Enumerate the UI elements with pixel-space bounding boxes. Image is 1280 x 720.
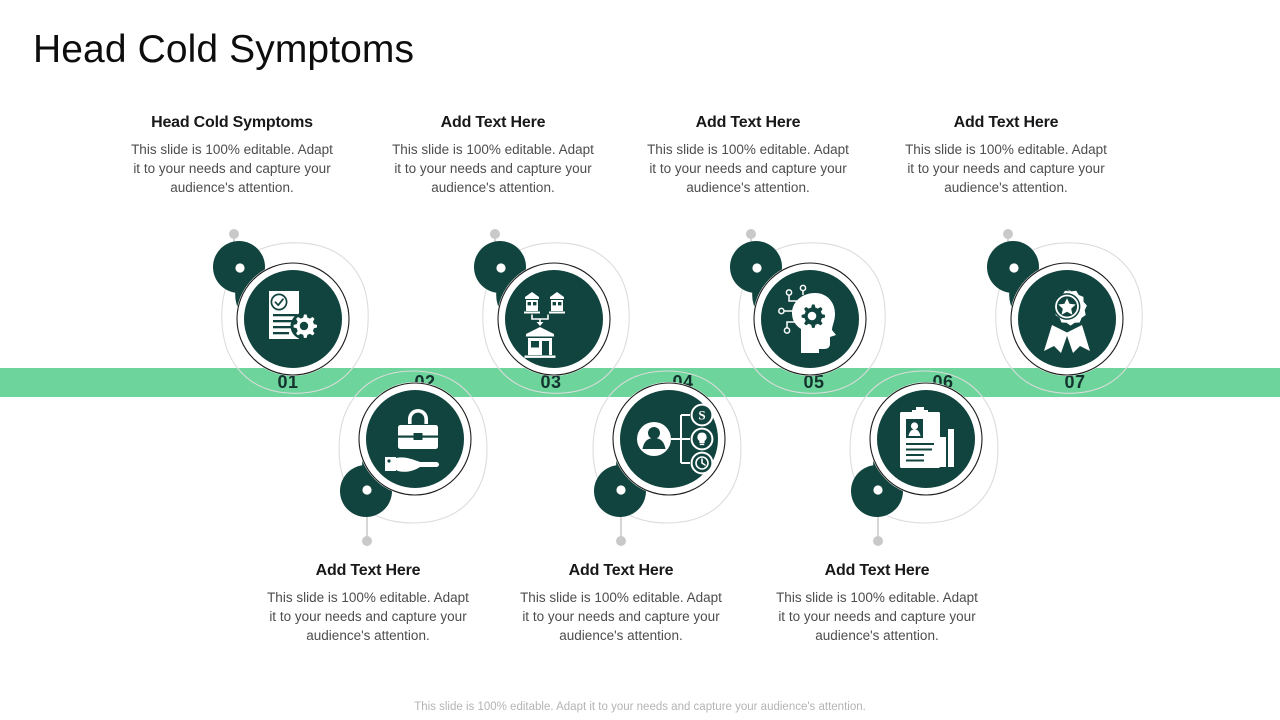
clipboard-profile-chart-icon (900, 407, 954, 468)
timeline-number-01: 01 (277, 372, 299, 392)
text-block-06: Add Text Here This slide is 100% editabl… (772, 561, 982, 645)
text-block-01-body: This slide is 100% editable. Adapt it to… (131, 142, 333, 195)
text-block-07-heading: Add Text Here (953, 114, 1059, 131)
text-block-07: Add Text Here This slide is 100% editabl… (901, 113, 1111, 197)
text-block-04: Add Text Here This slide is 100% editabl… (516, 561, 726, 645)
text-block-05: Add Text Here This slide is 100% editabl… (643, 113, 853, 197)
node-03[interactable] (451, 219, 651, 419)
award-ribbon-star-icon (1044, 289, 1090, 353)
text-block-04-body: This slide is 100% editable. Adapt it to… (520, 590, 722, 643)
page-title: Head Cold Symptoms (33, 28, 415, 71)
person-options-branch-icon: S (637, 403, 714, 475)
text-block-02: Add Text Here This slide is 100% editabl… (263, 561, 473, 645)
text-block-07-body: This slide is 100% editable. Adapt it to… (905, 142, 1107, 195)
node-05[interactable] (707, 219, 907, 419)
hand-briefcase-icon (385, 409, 439, 472)
document-check-gear-icon (269, 291, 318, 340)
timeline-number-07: 07 (1064, 372, 1086, 392)
text-block-01-heading: Head Cold Symptoms (151, 114, 313, 131)
text-block-03-body: This slide is 100% editable. Adapt it to… (392, 142, 594, 195)
node-01[interactable] (190, 219, 390, 419)
footer-note: This slide is 100% editable. Adapt it to… (414, 701, 866, 713)
text-block-03-heading: Add Text Here (440, 114, 546, 131)
node-07[interactable] (964, 219, 1164, 419)
text-block-04-heading: Add Text Here (568, 562, 674, 579)
node-02[interactable] (318, 347, 518, 547)
text-block-02-body: This slide is 100% editable. Adapt it to… (267, 590, 469, 643)
text-block-01: Head Cold Symptoms This slide is 100% ed… (127, 113, 337, 197)
text-block-05-heading: Add Text Here (695, 114, 801, 131)
timeline-number-05: 05 (803, 372, 825, 392)
node-06[interactable] (829, 347, 1029, 547)
text-block-02-heading: Add Text Here (315, 562, 421, 579)
node-04[interactable]: S (572, 347, 772, 547)
text-block-06-body: This slide is 100% editable. Adapt it to… (776, 590, 978, 643)
org-chart-buildings-icon (524, 292, 565, 358)
head-gear-ai-icon (778, 284, 836, 353)
text-block-03: Add Text Here This slide is 100% editabl… (388, 113, 598, 197)
text-block-06-heading: Add Text Here (824, 562, 930, 579)
svg-text:S: S (698, 408, 705, 423)
text-block-05-body: This slide is 100% editable. Adapt it to… (647, 142, 849, 195)
timeline-number-03: 03 (540, 372, 562, 392)
